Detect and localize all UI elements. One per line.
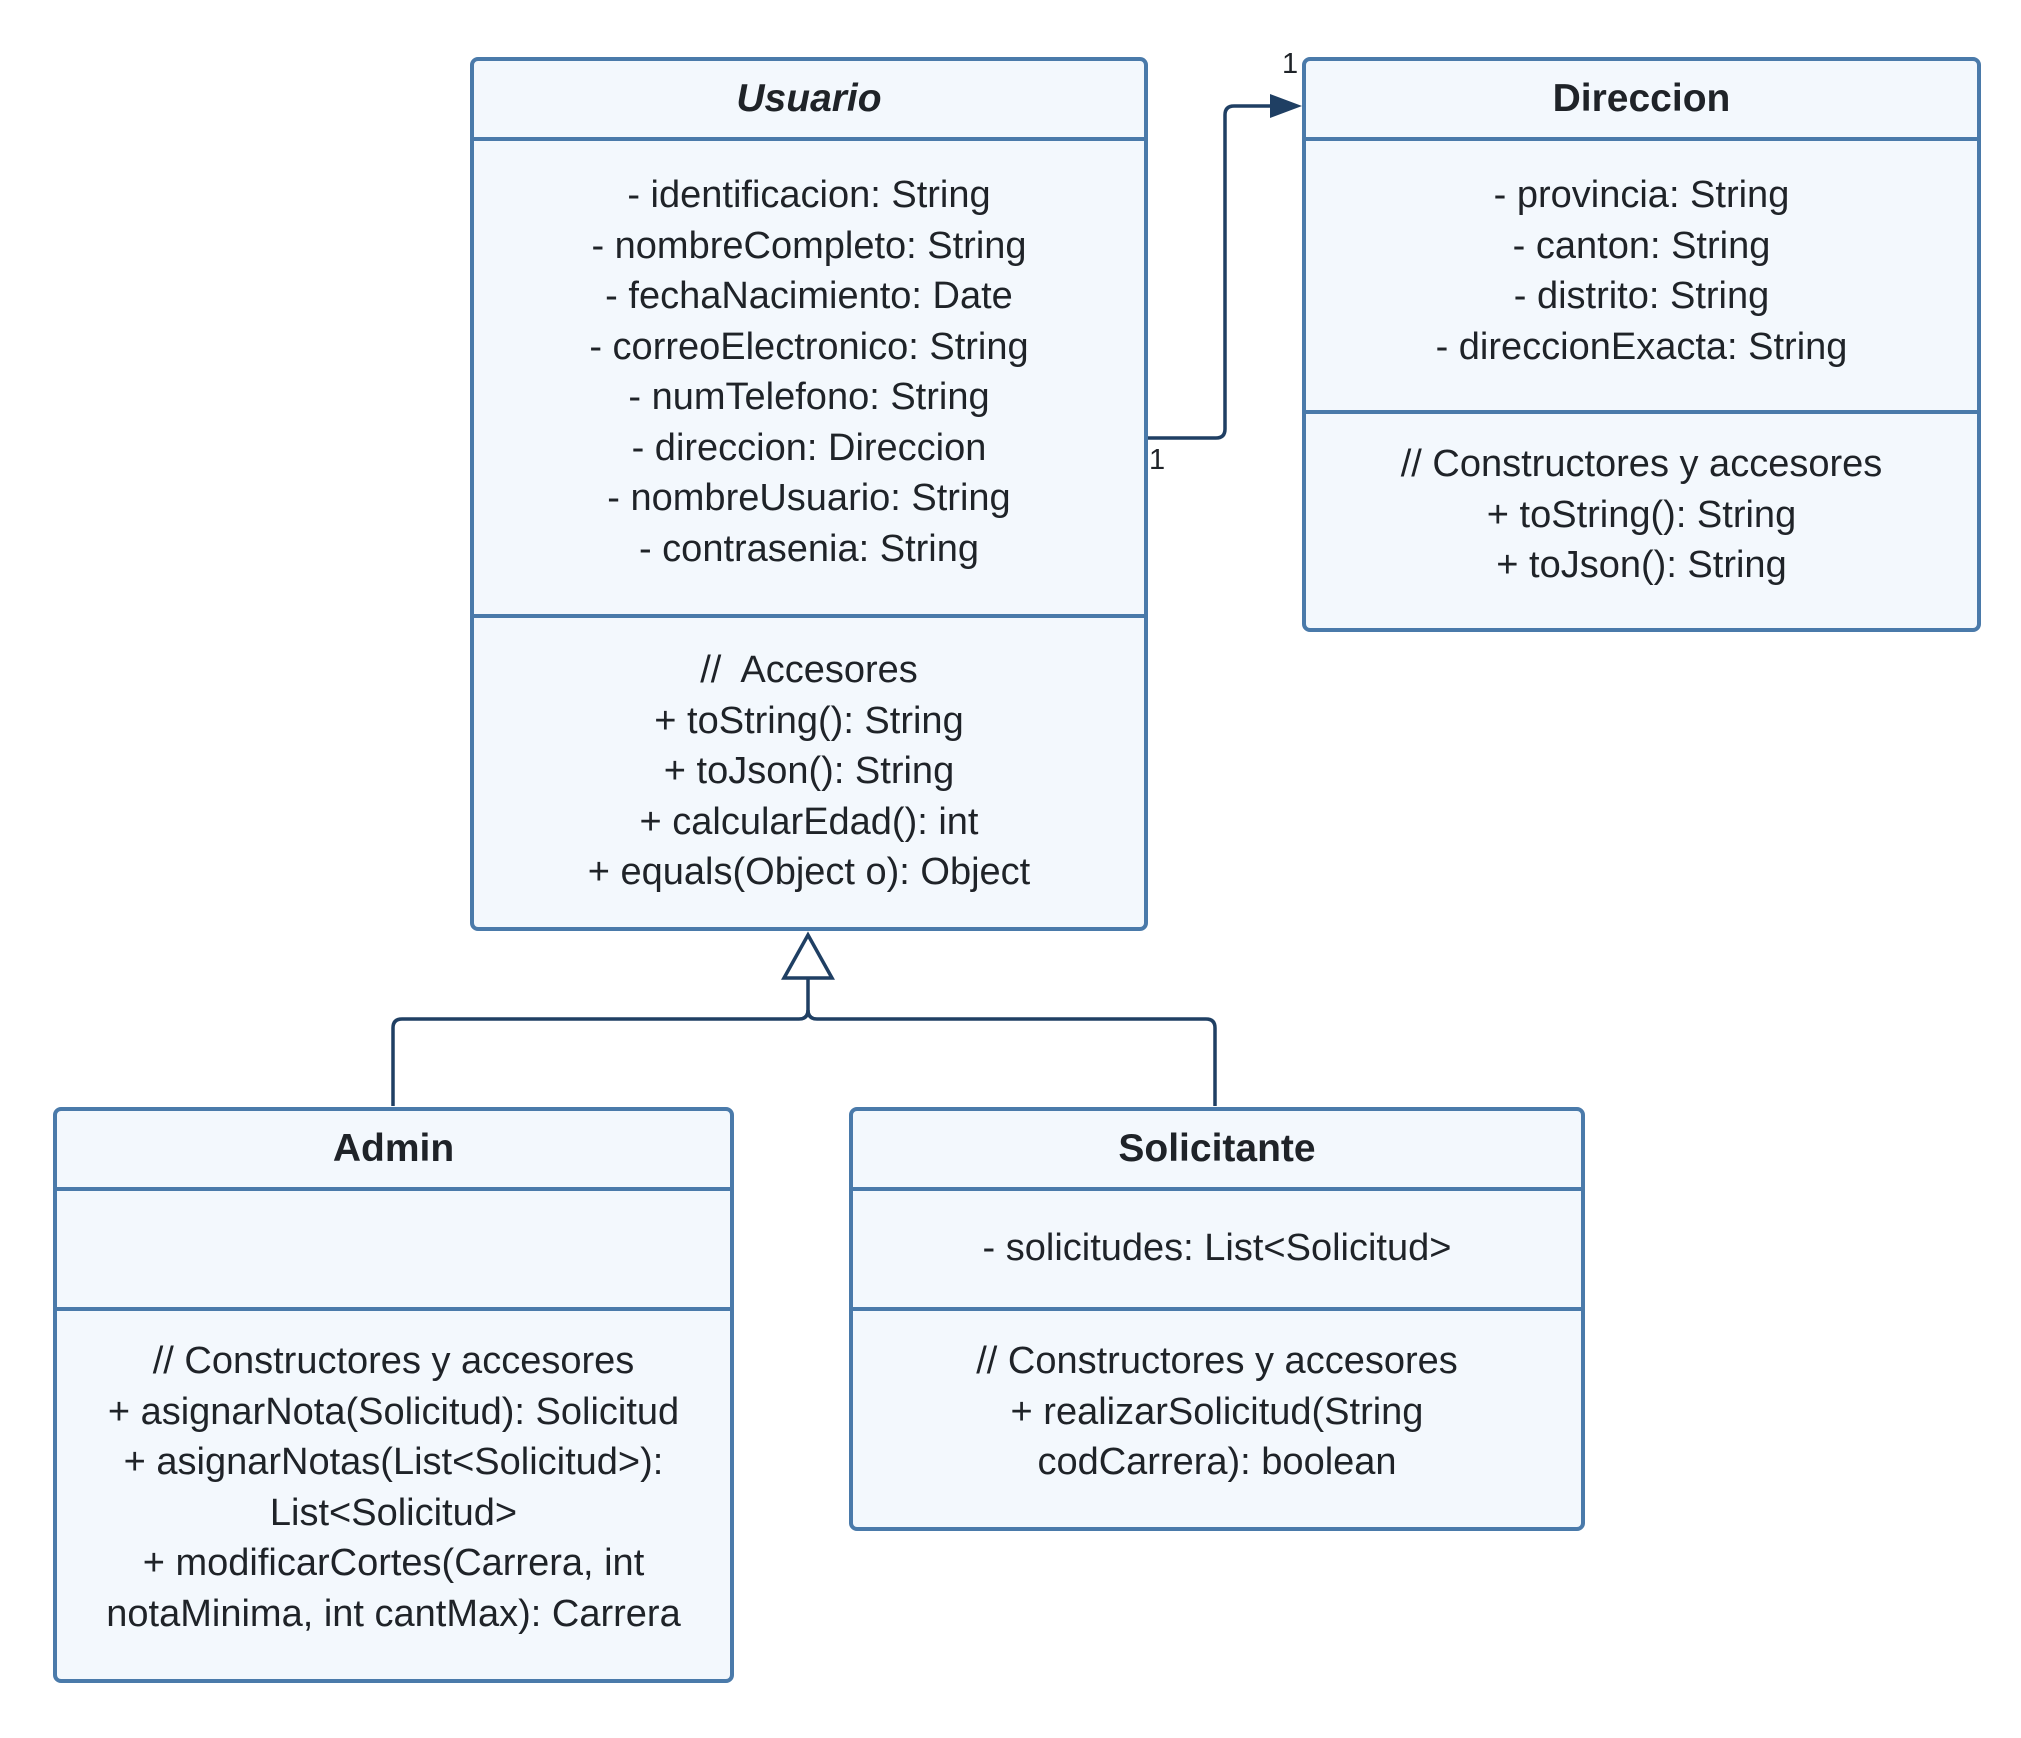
method: // Constructores y accesores [976, 1340, 1458, 1382]
class-solicitante-methods: // Constructores y accesores + realizarS… [853, 1311, 1581, 1488]
method: + toJson(): String [1496, 544, 1787, 586]
method: // Accesores [700, 649, 918, 691]
method: + toString(): String [1486, 493, 1797, 536]
association-arrowhead [1270, 94, 1302, 118]
class-direccion-attributes: - provincia: String - canton: String - d… [1306, 141, 1977, 414]
method: + asignarNota(Solicitud): Solicitud [107, 1390, 680, 1433]
class-admin[interactable]: Admin // Constructores y accesores + asi… [53, 1107, 734, 1683]
generalization-arrowhead [781, 931, 835, 980]
method: + realizarSolicitud(String [1010, 1390, 1424, 1433]
attribute: - direccion: Direccion [631, 426, 987, 469]
method: // Constructores y accesores [1400, 443, 1883, 485]
method: + toString(): String [654, 699, 964, 742]
class-solicitante[interactable]: Solicitante - solicitudes: List<Solicitu… [849, 1107, 1585, 1531]
attribute: - fechaNacimiento: Date [605, 275, 1013, 317]
method: codCarrera): boolean [1037, 1441, 1397, 1483]
attribute: - distrito: String [1513, 275, 1770, 317]
class-usuario-methods: // Accesores + toString(): String + toJs… [474, 618, 1144, 898]
association-source-multiplicity: 1 [1149, 444, 1166, 476]
class-solicitante-name: Solicitante [853, 1111, 1581, 1191]
attribute: - nombreUsuario: String [607, 477, 1011, 519]
class-usuario[interactable]: Usuario - identificacion: String - nombr… [470, 57, 1148, 931]
method: // Constructores y accesores [152, 1340, 635, 1382]
attribute: - solicitudes: List<Solicitud> [982, 1227, 1452, 1269]
method: + modificarCortes(Carrera, int [142, 1542, 645, 1584]
association-line [1147, 104, 1270, 440]
class-admin-name: Admin [57, 1111, 730, 1191]
attribute: - contrasenia: String [638, 527, 980, 570]
attribute: - direccionExacta: String [1435, 325, 1848, 368]
method: + equals(Object o): Object [587, 851, 1031, 893]
attribute: - correoElectronico: String [589, 325, 1029, 368]
method: notaMinima, int cantMax): Carrera [106, 1592, 681, 1635]
class-admin-methods: // Constructores y accesores + asignarNo… [57, 1311, 730, 1639]
class-usuario-attributes: - identificacion: String - nombreComplet… [474, 141, 1144, 618]
method: List<Solicitud> [269, 1491, 518, 1534]
attribute: - provincia: String [1493, 174, 1790, 216]
class-solicitante-attributes: - solicitudes: List<Solicitud> [853, 1191, 1581, 1311]
class-direccion-methods: // Constructores y accesores + toString(… [1306, 414, 1977, 591]
class-usuario-name: Usuario [474, 61, 1144, 141]
method: + asignarNotas(List<Solicitud>): [123, 1441, 664, 1483]
class-direccion[interactable]: Direccion - provincia: String - canton: … [1302, 57, 1981, 632]
class-admin-attributes [57, 1191, 730, 1311]
attribute: - numTelefono: String [628, 376, 990, 418]
class-direccion-name: Direccion [1306, 61, 1977, 141]
generalization-line-solicitante [806, 1009, 1217, 1106]
attribute: - identificacion: String [627, 174, 991, 216]
generalization-line-admin [391, 978, 810, 1106]
method: + calcularEdad(): int [639, 800, 979, 843]
association-target-multiplicity: 1 [1282, 48, 1299, 80]
attribute: - nombreCompleto: String [591, 224, 1027, 267]
method: + toJson(): String [663, 750, 955, 792]
attribute: - canton: String [1512, 224, 1771, 267]
